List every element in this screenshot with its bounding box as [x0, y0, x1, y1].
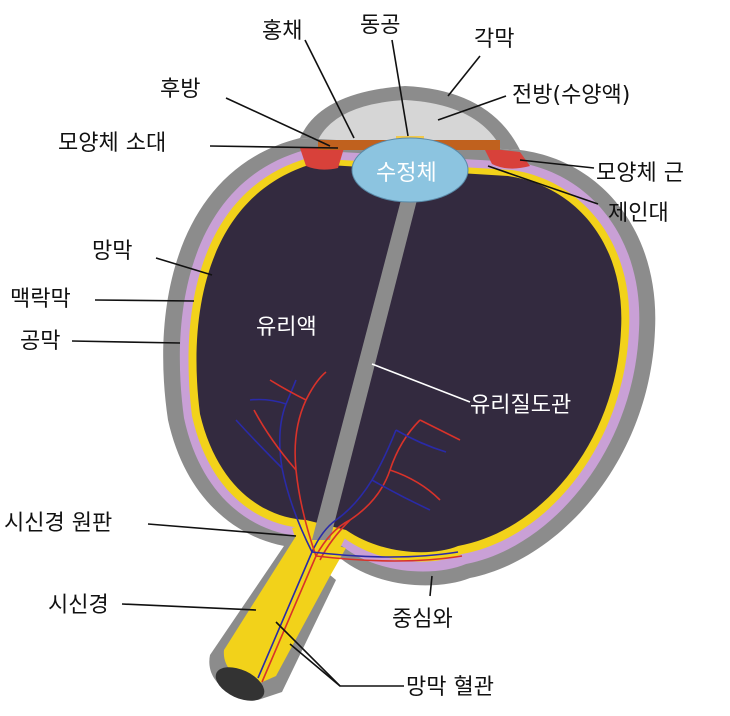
label-lens: 수정체: [376, 161, 437, 186]
hyaloid-canal: [312, 196, 418, 540]
label-zonular-fibers: 모양체 소대: [58, 131, 166, 156]
optic-nerve-core: [223, 536, 346, 684]
retinal-blood-vessels: [235, 371, 463, 683]
label-posterior-chamber: 후방: [160, 77, 200, 102]
ciliary-body-right: [484, 148, 530, 169]
anterior-chamber: [318, 100, 500, 146]
lens: [351, 137, 469, 203]
label-retinal-blood-vessels: 망막 혈관: [406, 675, 494, 700]
label-cornea: 각막: [474, 27, 514, 52]
label-pupil: 동공: [360, 13, 400, 38]
vitreous-body: [196, 164, 622, 553]
label-suspensory-ligament: 제인대: [608, 201, 669, 226]
label-fovea: 중심와: [392, 607, 453, 632]
label-retina: 망막: [92, 239, 132, 264]
label-vitreous-humor: 유리액: [256, 315, 317, 340]
label-sclera: 공막: [20, 329, 60, 354]
label-iris: 홍채: [262, 19, 302, 44]
label-optic-nerve: 시신경: [48, 593, 109, 618]
ciliary-body-left: [300, 148, 344, 170]
label-hyaloid-canal: 유리질도관: [470, 393, 571, 418]
label-choroid: 맥락막: [10, 287, 71, 312]
label-ciliary-muscle: 모양체 근: [596, 161, 684, 186]
label-optic-disc: 시신경 원판: [4, 511, 112, 536]
optic-nerve-end: [215, 667, 265, 701]
label-anterior-chamber: 전방(수양액): [512, 83, 630, 108]
